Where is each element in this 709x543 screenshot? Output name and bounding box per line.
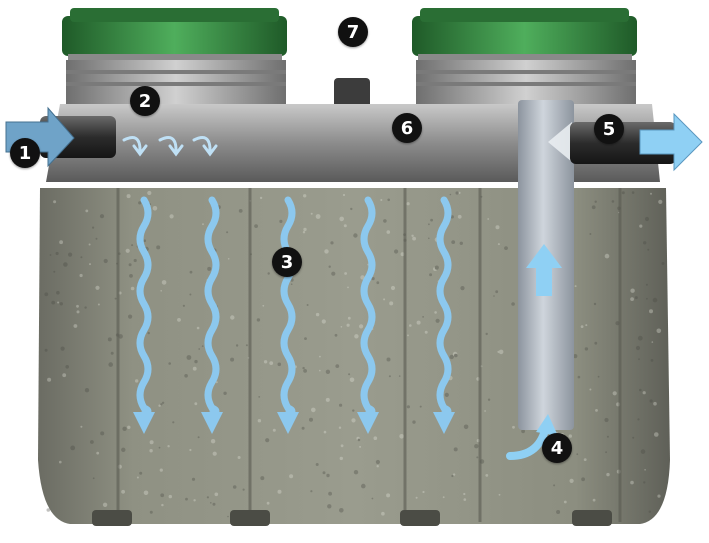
outlet-flow-arrow: [639, 112, 703, 172]
settling-arrow-2: [204, 196, 220, 418]
settling-arrowhead-5: [433, 412, 455, 434]
settling-arrow-5: [436, 196, 452, 418]
inflow-distribution-arrows: [122, 136, 218, 157]
marker-2: 2: [130, 86, 160, 116]
settling-arrowhead-3: [277, 412, 299, 434]
tank-body: [38, 188, 670, 524]
left-riser: [62, 8, 287, 120]
settling-arrow-4: [360, 196, 376, 418]
marker-4: 4: [542, 433, 572, 463]
settling-arrowhead-2: [201, 412, 223, 434]
settling-arrow-3: [280, 196, 296, 418]
marker-7: 7: [338, 17, 368, 47]
settling-arrow-1: [136, 196, 152, 418]
upward-flow-arrow: [526, 244, 562, 296]
settling-arrowhead-4: [357, 412, 379, 434]
marker-3: 3: [272, 247, 302, 277]
tank-ribs: [116, 188, 622, 522]
settling-arrowhead-1: [133, 412, 155, 434]
tank-top-band: [46, 104, 660, 182]
settling-flow-arrows: [133, 196, 455, 434]
marker-5: 5: [594, 114, 624, 144]
marker-6: 6: [392, 113, 422, 143]
marker-1: 1: [10, 138, 40, 168]
tank-feet: [92, 510, 612, 526]
